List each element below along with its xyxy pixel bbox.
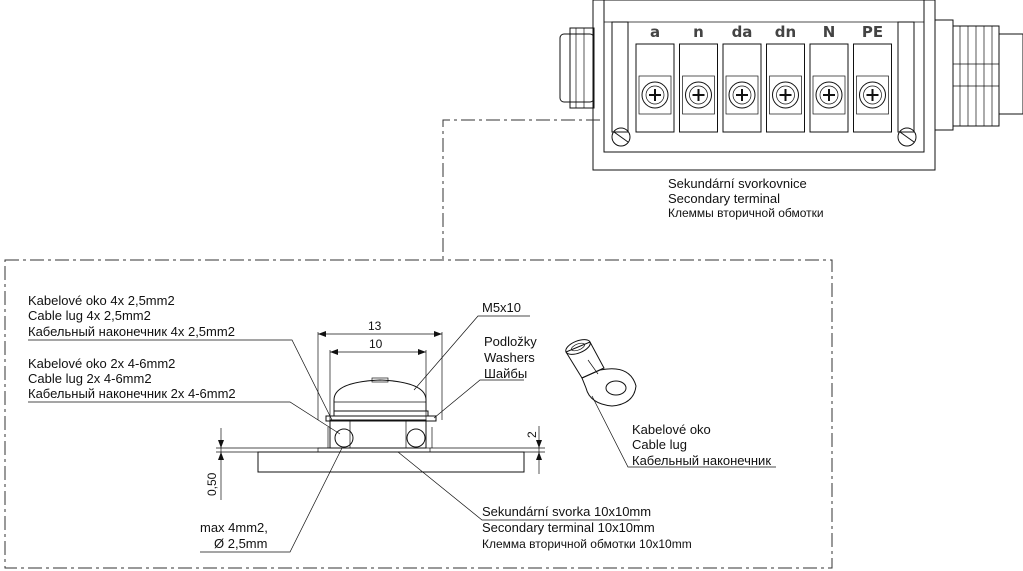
terminal-label: PE — [862, 23, 883, 41]
dimension-2 — [430, 426, 545, 474]
dimension-10 — [329, 349, 427, 420]
dimension-050 — [216, 428, 330, 500]
terminal-block-n: n — [679, 23, 718, 133]
lug-small-ru: Кабельный наконечник 4x 2,5mm2 — [28, 324, 235, 339]
terminal-label: dn — [775, 23, 796, 41]
terminal-blocks: a n da dn N PE — [635, 23, 892, 133]
lug-illustration-ru: Кабельный наконечник — [632, 453, 771, 468]
terminal-block-n: N — [809, 23, 849, 133]
mounting-screw-left — [611, 127, 631, 147]
terminal-caption-ru: Клеммы вторичной обмотки — [668, 206, 824, 220]
sec-terminal-ru: Клемма вторичной обмотки 10x10mm — [482, 537, 692, 551]
dim-2-label: 2 — [525, 431, 539, 438]
lug-large-cz: Kabelové oko 2x 4-6mm2 — [28, 356, 175, 371]
terminal-block-pe: PE — [853, 23, 892, 133]
wire-left — [334, 428, 354, 448]
lug-small-leader — [28, 339, 333, 421]
terminal-block-a: a — [635, 23, 675, 133]
terminal-screw-icon — [641, 81, 669, 109]
terminal-screw-icon — [728, 81, 756, 109]
washers-cz: Podložky — [484, 334, 537, 349]
terminal-caption-en: Secondary terminal — [668, 191, 780, 206]
terminal-box — [559, 0, 1023, 171]
lug-small-en: Cable lug 4x 2,5mm2 — [28, 308, 151, 323]
lug-illustration-en: Cable lug — [632, 437, 687, 452]
lug-large-en: Cable lug 2x 4-6mm2 — [28, 371, 152, 386]
washers-en: Washers — [484, 350, 535, 365]
dim-10-label: 10 — [369, 337, 383, 351]
dim-13-label: 13 — [368, 319, 382, 333]
terminal-block-da: da — [722, 23, 762, 133]
terminal-screw-icon — [772, 81, 799, 109]
mounting-screw-right — [897, 127, 917, 147]
cable-gland-left — [559, 27, 595, 109]
sec-terminal-en: Secondary terminal 10x10mm — [482, 520, 655, 535]
lug-illustration-cz: Kabelové oko — [632, 422, 711, 437]
wire-note-leader — [200, 447, 343, 553]
detail-frame — [4, 119, 833, 569]
lug-large-leader — [28, 401, 341, 435]
washer — [333, 410, 429, 417]
wire-right — [406, 428, 426, 448]
terminal-screw-icon — [685, 81, 712, 109]
sec-terminal-cz: Sekundární svorka 10x10mm — [482, 504, 651, 519]
terminal-block-dn: dn — [766, 23, 805, 133]
terminal-caption-cz: Sekundární svorkovnice — [668, 176, 807, 191]
washers-ru: Шайбы — [484, 366, 527, 381]
terminal-label: da — [732, 23, 753, 41]
terminal-cross-section — [257, 377, 525, 473]
terminal-label: a — [650, 23, 660, 41]
terminal-label: N — [823, 23, 836, 41]
cable-lug-illustration — [565, 339, 637, 407]
dimension-13 — [317, 331, 443, 420]
screw-label: M5x10 — [482, 300, 521, 315]
screw-leader — [413, 315, 530, 391]
dim-050-label: 0,50 — [205, 472, 219, 496]
lug-illustration-leader — [591, 395, 776, 468]
wire-note-1: max 4mm2, — [200, 520, 268, 535]
wire-note-2: Ø 2,5mm — [214, 536, 267, 551]
lug-large-ru: Кабельный наконечник 2x 4-6mm2 — [28, 386, 236, 401]
cable-gland-right — [934, 19, 1023, 131]
washers-leader — [433, 379, 524, 419]
screw-head — [333, 379, 427, 412]
sec-terminal-leader — [397, 451, 640, 521]
terminal-label: n — [693, 23, 704, 41]
terminal-screw-icon — [859, 81, 886, 109]
lug-small-cz: Kabelové oko 4x 2,5mm2 — [28, 293, 175, 308]
terminal-screw-icon — [815, 81, 843, 109]
